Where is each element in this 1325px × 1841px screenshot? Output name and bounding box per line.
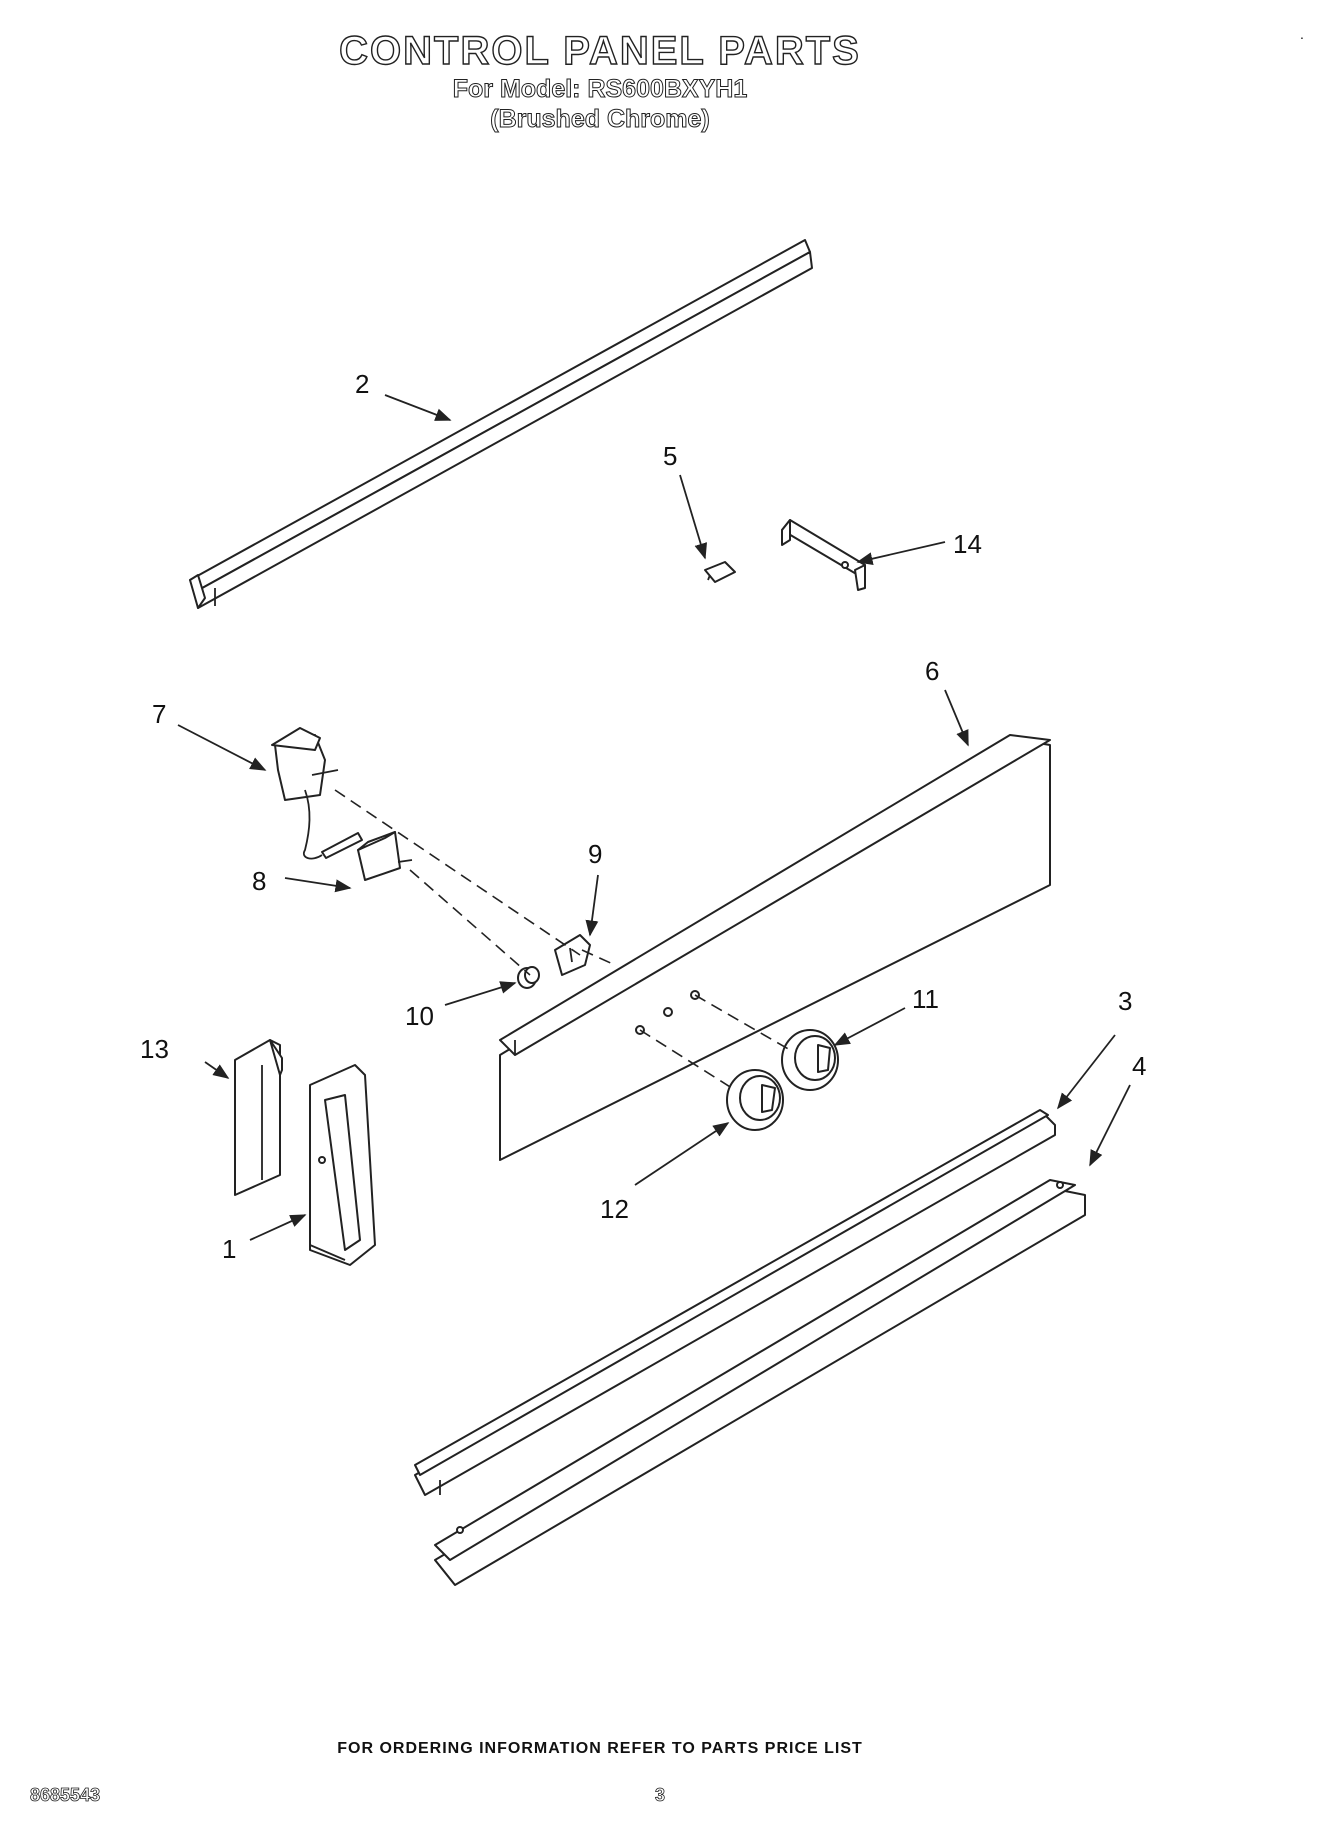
part-3-bottom-trim	[414, 1109, 1056, 1496]
document-number: 8685543	[30, 1785, 101, 1806]
callout-6: 6	[925, 656, 939, 686]
callout-3: 3	[1118, 986, 1132, 1016]
part-6-control-panel	[499, 734, 1051, 1161]
part-8-indicator-switch	[357, 831, 413, 881]
part-14-bracket	[781, 519, 866, 591]
part-5-clip	[704, 561, 736, 583]
callout-5: 5	[663, 441, 677, 471]
callout-4: 4	[1132, 1051, 1146, 1081]
part-7-switch	[271, 727, 363, 860]
assembly-lines	[334, 789, 791, 1091]
callout-7: 7	[152, 699, 166, 729]
part-4-lower-trim	[434, 1179, 1086, 1586]
callout-9: 9	[588, 839, 602, 869]
callout-1: 1	[222, 1234, 236, 1264]
finish-line: (Brushed Chrome)	[490, 105, 710, 134]
part-1-end-cap	[309, 1064, 376, 1266]
diagram-header: CONTROL PANEL PARTS For Model: RS600BXYH…	[0, 28, 1200, 134]
corner-mark: .	[1300, 26, 1304, 42]
part-2-top-trim	[189, 239, 813, 609]
callout-arrows	[177, 394, 1131, 1241]
model-line: For Model: RS600BXYH1	[452, 75, 748, 104]
callout-10: 10	[405, 1001, 434, 1031]
page-number: 3	[655, 1785, 666, 1806]
part-13-side-bracket	[234, 1039, 283, 1196]
diagram-title: CONTROL PANEL PARTS	[338, 28, 861, 73]
part-12-knob	[726, 1069, 784, 1131]
ordering-note: FOR ORDERING INFORMATION REFER TO PARTS …	[337, 1740, 863, 1757]
callout-14: 14	[953, 529, 982, 559]
callout-8: 8	[252, 866, 266, 896]
callout-labels: 1 2 3 4 5 6 7 8 9 10 11 12 13 14	[140, 369, 1146, 1264]
part-11-knob	[781, 1029, 839, 1091]
callout-11: 11	[912, 984, 939, 1014]
callout-13: 13	[140, 1034, 169, 1064]
callout-12: 12	[600, 1194, 629, 1224]
callout-2: 2	[355, 369, 369, 399]
part-10-lens	[517, 966, 540, 989]
